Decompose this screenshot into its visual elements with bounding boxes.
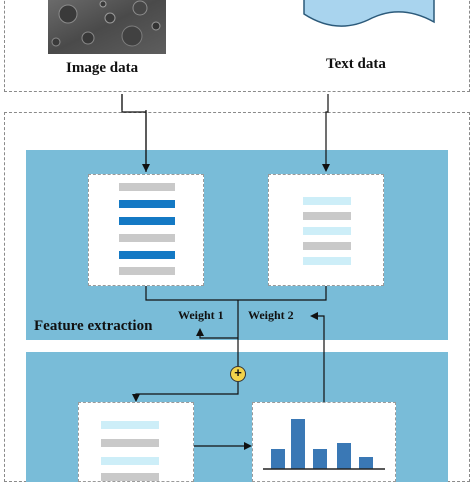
output-card bbox=[252, 402, 396, 482]
feature-bar bbox=[303, 212, 351, 220]
document-wave-icon bbox=[298, 0, 440, 36]
feature-bar bbox=[303, 197, 351, 205]
moon-surface-photo-icon bbox=[48, 0, 166, 54]
feature-bar bbox=[119, 200, 175, 208]
histogram-bar bbox=[313, 449, 327, 469]
feature-extraction-title: Feature extraction bbox=[34, 318, 153, 334]
feature-bar bbox=[101, 457, 159, 465]
feature-bar bbox=[101, 439, 159, 447]
image-data-label: Image data bbox=[66, 60, 139, 76]
feature-bar bbox=[101, 473, 159, 481]
fusion-operator: + bbox=[234, 365, 242, 380]
text-feature-card bbox=[268, 174, 384, 286]
feature-bar bbox=[303, 242, 351, 250]
feature-bar bbox=[119, 267, 175, 275]
histogram-bar bbox=[291, 419, 305, 469]
feature-bar bbox=[119, 234, 175, 242]
input-region bbox=[4, 0, 470, 92]
feature-bar bbox=[101, 421, 159, 429]
feature-bar bbox=[119, 217, 175, 225]
image-feature-card bbox=[88, 174, 204, 286]
weight-2-label: Weight 2 bbox=[248, 308, 294, 322]
weight-1-label: Weight 1 bbox=[178, 308, 224, 322]
plus-circle-icon: + bbox=[230, 366, 246, 382]
feature-bar bbox=[119, 183, 175, 191]
feature-bar bbox=[119, 251, 175, 259]
text-data-label: Text data bbox=[326, 56, 386, 72]
histogram-bar bbox=[359, 457, 373, 469]
histogram-bar bbox=[271, 449, 285, 469]
feature-bar bbox=[303, 257, 351, 265]
histogram-icon bbox=[263, 419, 385, 470]
feature-bar bbox=[303, 227, 351, 235]
histogram-bar bbox=[337, 443, 351, 469]
